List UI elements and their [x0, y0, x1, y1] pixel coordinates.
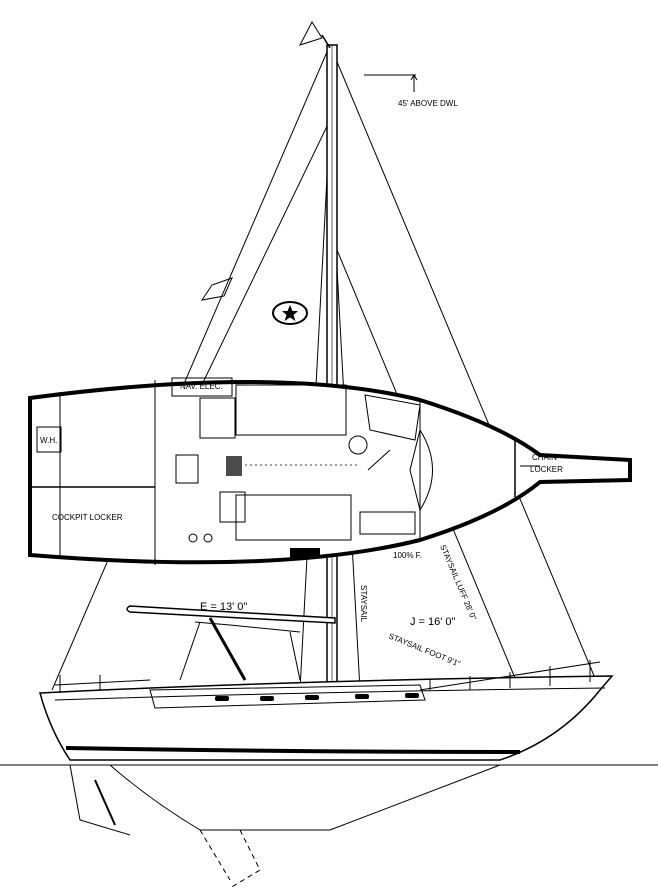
accommodation-plan — [28, 377, 632, 565]
burgee-flag-icon — [200, 277, 233, 301]
rigging — [51, 44, 601, 691]
portlights — [215, 693, 419, 701]
hull-plan-outline — [28, 380, 632, 565]
e-dimension-label: E = 13' 0" — [200, 601, 247, 613]
staysail-label: STAYSAIL — [359, 585, 368, 623]
stern-rail — [54, 675, 151, 693]
bow-pulpit — [419, 660, 601, 691]
nav-elec-label: NAV. ELEC. — [180, 382, 223, 391]
staysail-foot-label: STAYSAIL FOOT 9'1" — [387, 632, 461, 669]
boom — [126, 605, 336, 681]
boot-stripe — [65, 746, 521, 754]
height-dimension — [364, 74, 418, 92]
mast — [326, 44, 338, 701]
hull-profile — [39, 660, 614, 761]
cockpit-locker-label: COCKPIT LOCKER — [52, 513, 123, 522]
backstay — [51, 44, 331, 691]
star-emblem-icon — [272, 301, 308, 325]
chain-locker-label-2: LOCKER — [530, 465, 563, 474]
j-dimension-label: J = 16' 0" — [410, 616, 456, 628]
chain-locker-label-1: CHAIN — [532, 453, 557, 462]
mast-height-note: 45' ABOVE DWL — [398, 99, 458, 108]
staysail-luff-label: STAYSAIL LUFF 28' 0" — [438, 543, 478, 621]
water-heater-label: W.H. — [40, 436, 57, 445]
genoa-label: 100% F. — [393, 551, 422, 560]
keel-and-rudder — [69, 764, 501, 888]
forestay — [329, 44, 601, 691]
masthead-flag-icon — [298, 20, 331, 49]
